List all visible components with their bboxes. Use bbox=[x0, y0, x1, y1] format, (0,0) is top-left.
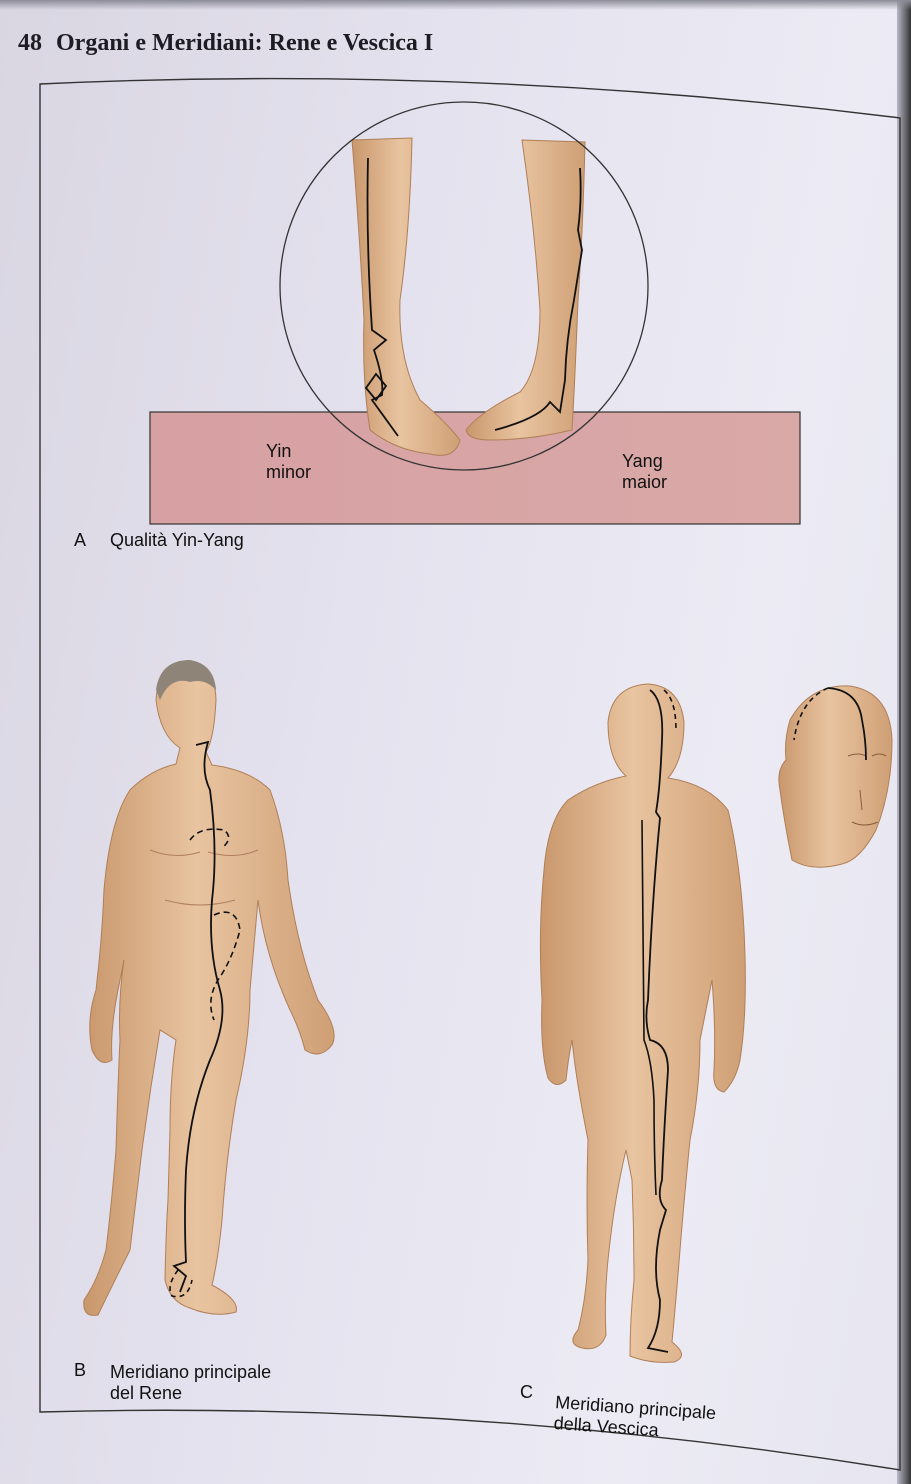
back-body-figure bbox=[540, 684, 745, 1362]
panel-b-caption: Meridiano principale del Rene bbox=[110, 1362, 271, 1404]
yang-maior-label: Yang maior bbox=[622, 451, 667, 493]
panel-b-caption-line2: del Rene bbox=[110, 1383, 271, 1404]
yang-label-line2: maior bbox=[622, 472, 667, 493]
panel-a-letter: A bbox=[74, 530, 86, 551]
yang-label-line1: Yang bbox=[622, 451, 667, 472]
yin-minor-label: Yin minor bbox=[266, 441, 311, 483]
head-inset-figure bbox=[779, 686, 892, 867]
panel-a-caption: Qualità Yin-Yang bbox=[110, 530, 244, 551]
panel-b-caption-line1: Meridiano principale bbox=[110, 1362, 271, 1383]
right-leg-figure bbox=[466, 140, 585, 440]
panel-c-letter: C bbox=[520, 1382, 533, 1403]
panel-b-letter: B bbox=[74, 1360, 86, 1381]
front-body-figure bbox=[84, 660, 334, 1315]
yin-label-line2: minor bbox=[266, 462, 311, 483]
yin-label-line1: Yin bbox=[266, 441, 311, 462]
